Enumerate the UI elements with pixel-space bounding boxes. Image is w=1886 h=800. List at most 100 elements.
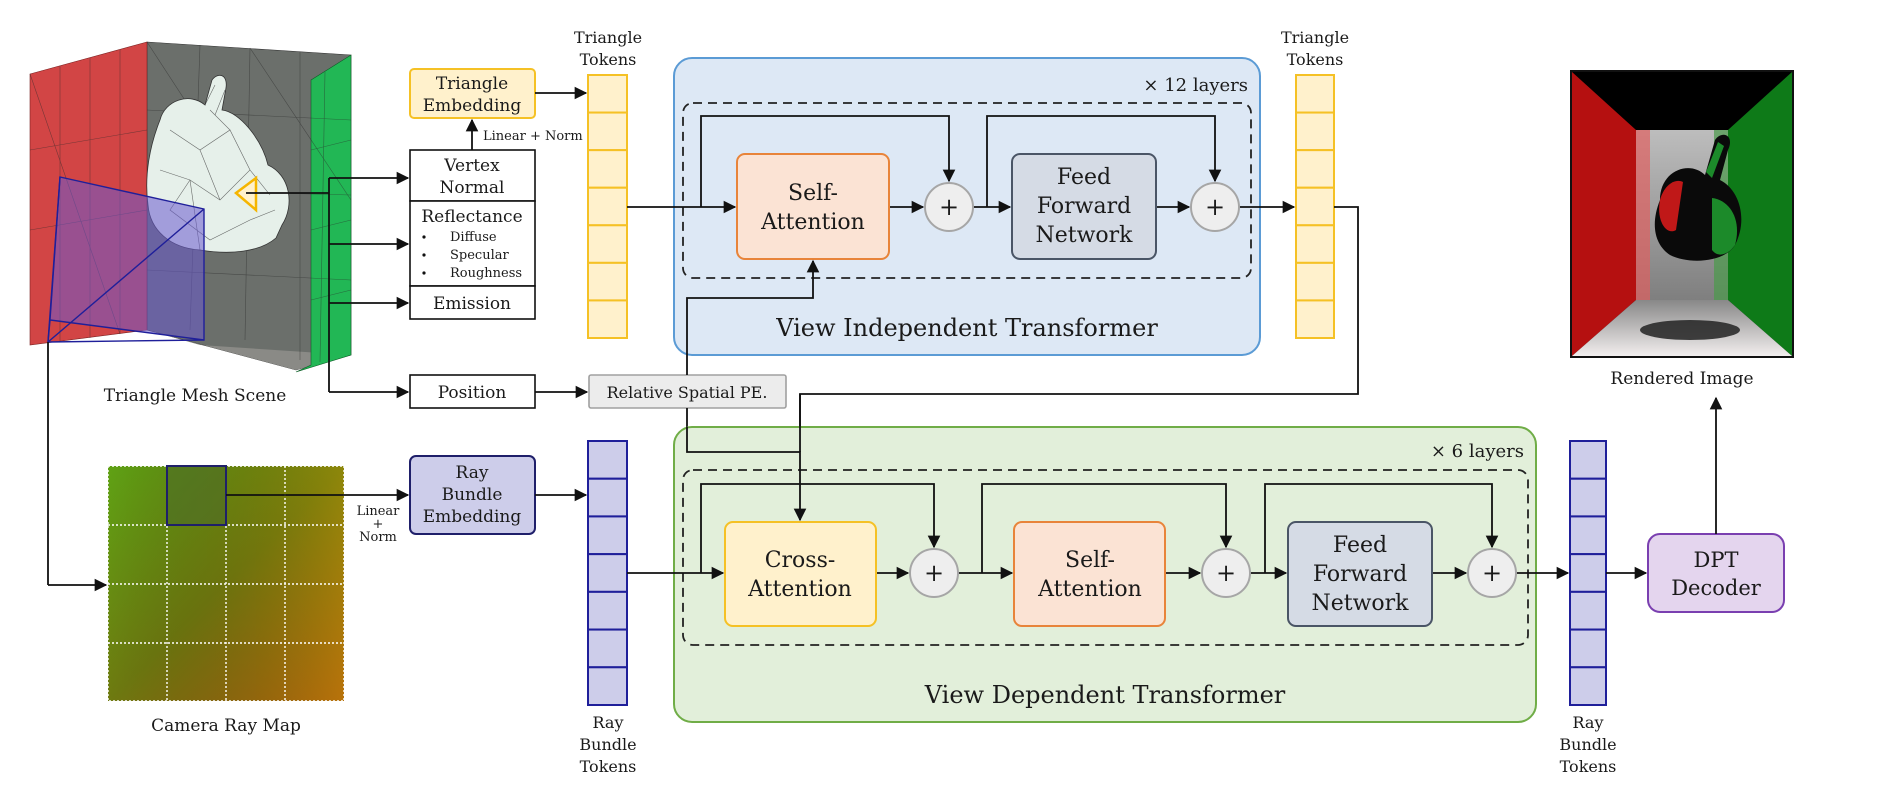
ray-bundle-token xyxy=(587,590,628,631)
ray-bundle-tokens-right xyxy=(1569,440,1607,706)
reflectance-box xyxy=(409,200,536,287)
rendered-image: Rendered Image xyxy=(1570,70,1794,389)
ray-bundle-token xyxy=(587,440,628,480)
bunny-shadow xyxy=(1640,320,1740,340)
vit-residual-add-2 xyxy=(1190,182,1240,232)
ray-tokens-left-label-1: Ray xyxy=(593,713,624,732)
vdt-residual-add-1 xyxy=(909,548,959,598)
triangle-token xyxy=(1295,299,1335,339)
vdt-self-attention-line2: Attention xyxy=(1037,577,1142,602)
render-green-wall xyxy=(1728,72,1792,356)
vdt-ffn-line2: Forward xyxy=(1313,562,1407,587)
rendered-image-label: Rendered Image xyxy=(1610,369,1753,389)
reflectance-item: Roughness xyxy=(450,266,522,281)
linear-norm-label-top: Linear + Norm xyxy=(483,129,583,144)
ray-tokens-right-label-2: Bundle xyxy=(1559,735,1616,754)
triangle-embedding: Triangle Embedding Linear + Norm xyxy=(409,68,588,150)
triangle-mesh-scene: Triangle Mesh Scene xyxy=(29,41,352,406)
dpt-decoder-box xyxy=(1647,533,1785,613)
plus-icon: + xyxy=(1482,559,1502,587)
triangle-token xyxy=(587,261,628,302)
ray-bundle-token xyxy=(587,477,628,518)
triangle-token xyxy=(587,111,628,152)
triangle-tokens-right-label-1: Triangle xyxy=(1281,28,1349,47)
vit-ffn-box xyxy=(1011,153,1157,260)
ceiling xyxy=(1572,72,1792,130)
render-red-wall xyxy=(1572,72,1636,356)
reflectance-title: Reflectance xyxy=(421,207,522,227)
triangle-token xyxy=(587,224,628,264)
vdt-layer-block xyxy=(682,469,1529,646)
vdt-layers-label: × 6 layers xyxy=(1431,441,1524,462)
linear-norm-label-bottom-2: + xyxy=(373,517,384,532)
ray-bundle-patch xyxy=(166,465,227,526)
pe-to-self-attention-arrow xyxy=(686,259,820,375)
triangle-tokens-left xyxy=(587,74,628,339)
vdt-self-attention-box xyxy=(1013,521,1166,627)
vit-ffn-line2: Forward xyxy=(1037,194,1131,219)
ray-bundle-token xyxy=(587,515,628,556)
vit-layers-label: × 12 layers xyxy=(1143,75,1248,96)
vit-layer-block xyxy=(682,102,1252,279)
vdt-self-attention-line1: Self- xyxy=(1065,548,1115,573)
plus-icon: + xyxy=(1216,559,1236,587)
triangle-token xyxy=(1295,186,1335,227)
ray-bundle-embedding-line3: Embedding xyxy=(423,507,522,527)
ray-bundle-token xyxy=(1569,666,1607,706)
ray-bundle-token xyxy=(587,628,628,669)
reflectance-list: Diffuse Specular Roughness xyxy=(422,230,522,281)
triangle-tokens-left-label-2: Tokens xyxy=(580,50,637,69)
triangle-tokens-left-label-1: Triangle xyxy=(574,28,642,47)
emission-label: Emission xyxy=(433,294,511,314)
ray-map-grid xyxy=(107,465,345,702)
ray-bundle-token xyxy=(1569,477,1607,518)
vit-residual-add-1 xyxy=(924,182,974,232)
triangle-token xyxy=(587,74,628,114)
vit-self-attention-line1: Self- xyxy=(788,181,838,206)
vertex-normal-line1: Vertex xyxy=(443,156,500,176)
reflectance-item: Specular xyxy=(450,248,509,263)
plus-icon: + xyxy=(939,193,959,221)
linear-norm-label-bottom-1: Linear xyxy=(357,504,401,519)
ray-tokens-right-label-1: Ray xyxy=(1573,713,1604,732)
green-wall xyxy=(295,54,352,373)
triangle-token xyxy=(1295,261,1335,302)
position-box xyxy=(409,374,536,409)
ray-bundle-embedding: Ray Bundle Embedding xyxy=(409,455,588,535)
ray-tokens-right-label-3: Tokens xyxy=(1560,757,1617,776)
vit-title: View Independent Transformer xyxy=(775,314,1158,342)
triangle-token xyxy=(1295,149,1335,189)
vit-ffn-line1: Feed xyxy=(1057,165,1111,190)
cross-attention-line1: Cross- xyxy=(765,548,836,573)
cross-attention-box xyxy=(724,521,877,627)
triangle-token xyxy=(587,299,628,339)
camera-frustum-lines xyxy=(47,176,205,343)
triangle-token xyxy=(587,149,628,189)
ray-bundle-token xyxy=(1569,440,1607,480)
vdt-residual-add-2 xyxy=(1201,548,1251,598)
vdt-ffn-line1: Feed xyxy=(1333,533,1387,558)
dpt-decoder: DPT Decoder xyxy=(1606,396,1785,613)
triangle-embedding-line1: Triangle xyxy=(436,74,508,94)
linear-norm-label-bottom-3: Norm xyxy=(359,530,397,545)
triangle-embedding-line2: Embedding xyxy=(423,96,522,116)
attribute-stack: Vertex Normal Reflectance Diffuse Specul… xyxy=(409,149,536,409)
vdt-ffn-box xyxy=(1287,521,1433,627)
cross-attention-line2: Attention xyxy=(747,577,852,602)
view-dependent-transformer: × 6 layers View Dependent Transformer Cr… xyxy=(627,394,1570,723)
dpt-decoder-line2: Decoder xyxy=(1671,576,1762,600)
dpt-decoder-line1: DPT xyxy=(1694,548,1739,572)
ray-bundle-embedding-line2: Bundle xyxy=(442,485,503,505)
ray-bundle-token xyxy=(587,666,628,706)
triangle-tokens-right xyxy=(1295,74,1335,339)
ray-bundle-token xyxy=(1569,553,1607,593)
relative-spatial-pe: Relative Spatial PE. xyxy=(535,374,787,409)
reflectance-item: Diffuse xyxy=(450,230,497,245)
relative-pe-label: Relative Spatial PE. xyxy=(607,383,768,402)
vit-self-attention-box xyxy=(736,153,890,260)
triangle-token xyxy=(1295,224,1335,264)
vertex-normal-box xyxy=(409,149,536,202)
ray-bundle-token xyxy=(1569,590,1607,631)
ray-map-label: Camera Ray Map xyxy=(151,716,301,736)
